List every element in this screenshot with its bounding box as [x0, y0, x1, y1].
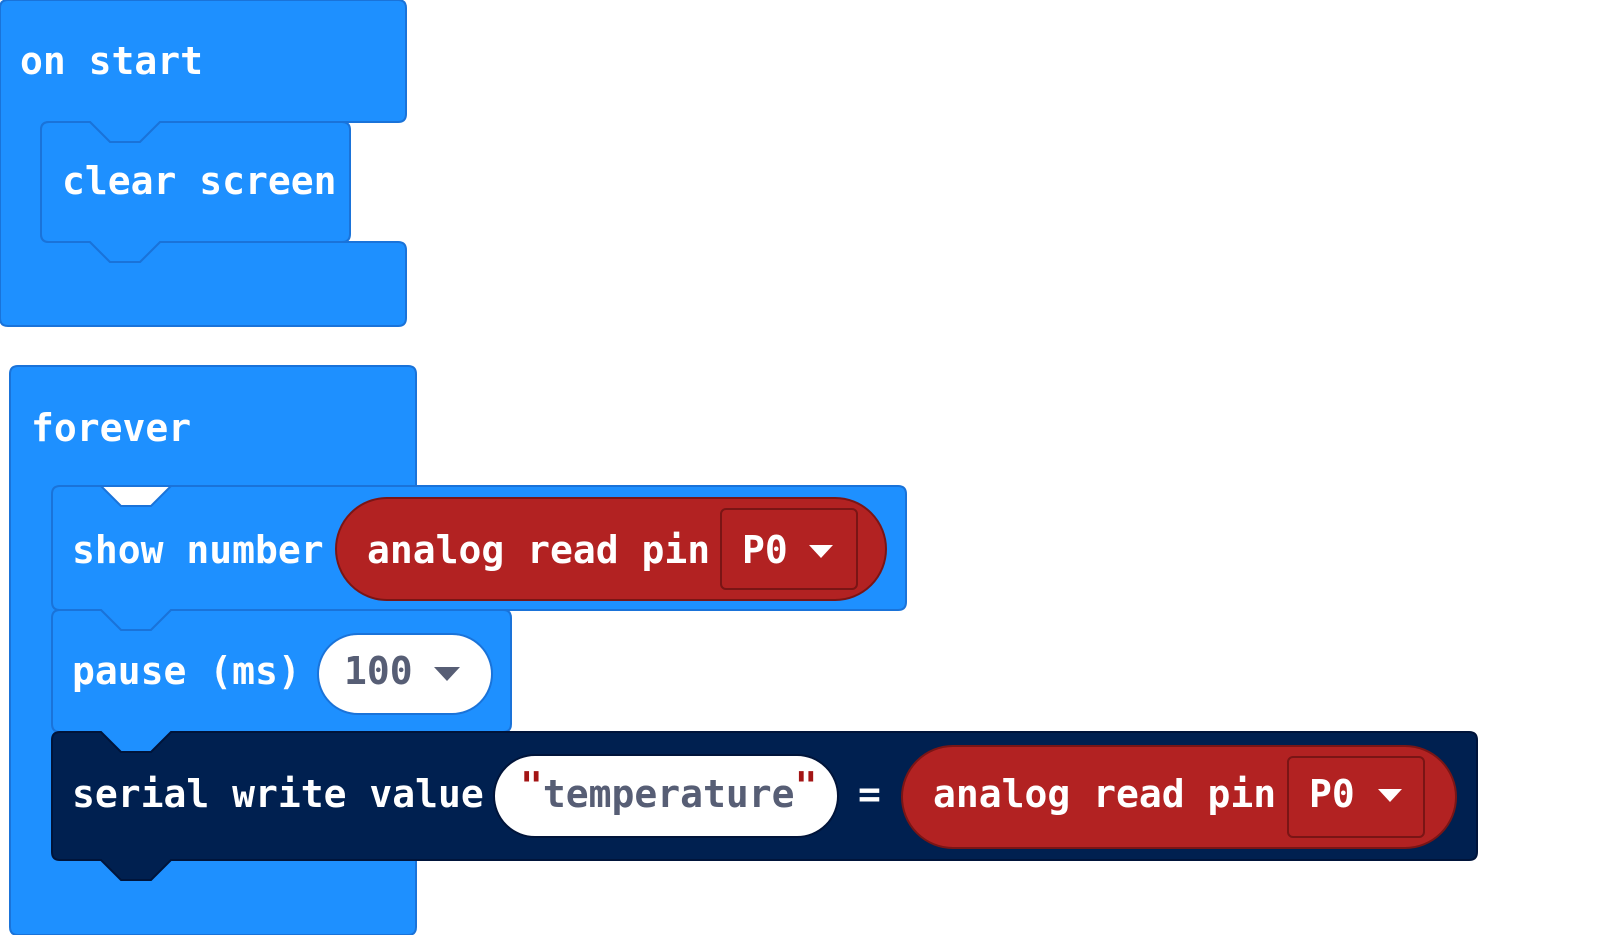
pause-label: pause (ms): [72, 649, 301, 693]
analog-read-pin-label: analog read pin: [367, 528, 710, 572]
string-quote-open: ": [520, 764, 543, 808]
dropdown-arrow-icon: [809, 545, 833, 558]
dropdown-arrow-icon: [434, 667, 460, 681]
pin-dropdown-serial-field: [1287, 756, 1425, 838]
pin-dropdown[interactable]: P0: [720, 508, 858, 590]
pause-block[interactable]: pause (ms) 100: [51, 609, 512, 753]
serial-name-string-field: [493, 754, 839, 838]
forever-block[interactable]: forever: [9, 365, 417, 935]
serial-name-string: "temperature": [520, 764, 817, 816]
equals-sign: =: [858, 772, 881, 816]
string-text: temperature: [543, 772, 795, 816]
clear-screen-block-body: [40, 121, 351, 263]
clear-screen-label: clear screen: [62, 159, 337, 203]
forever-label: forever: [31, 406, 191, 450]
show-number-label: show number: [72, 528, 324, 572]
analog-read-pin-label-serial: analog read pin: [933, 772, 1276, 816]
pin-dropdown-value: P0: [742, 528, 788, 572]
pin-dropdown-field: [720, 508, 858, 590]
serial-write-value-block[interactable]: serial write value "temperature" = analo…: [51, 731, 1478, 881]
analog-read-pin-reporter[interactable]: analog read pin P0: [335, 497, 887, 601]
show-number-block[interactable]: show number analog read pin P0: [51, 485, 907, 631]
clear-screen-block[interactable]: clear screen: [40, 121, 351, 263]
dropdown-arrow-icon: [1378, 789, 1402, 802]
pause-duration-dropdown[interactable]: 100: [317, 633, 493, 715]
string-quote-close: ": [795, 764, 818, 808]
on-start-block[interactable]: on start: [0, 0, 407, 327]
serial-name-string-input[interactable]: "temperature": [493, 754, 839, 838]
analog-read-pin-reporter-serial[interactable]: analog read pin P0: [901, 745, 1457, 849]
serial-write-value-label: serial write value: [72, 772, 484, 816]
pin-dropdown-serial-value: P0: [1309, 772, 1355, 816]
pause-duration-field: [317, 633, 493, 715]
pin-dropdown-serial[interactable]: P0: [1287, 756, 1425, 838]
on-start-label: on start: [20, 39, 203, 83]
pause-duration-value: 100: [344, 649, 413, 693]
